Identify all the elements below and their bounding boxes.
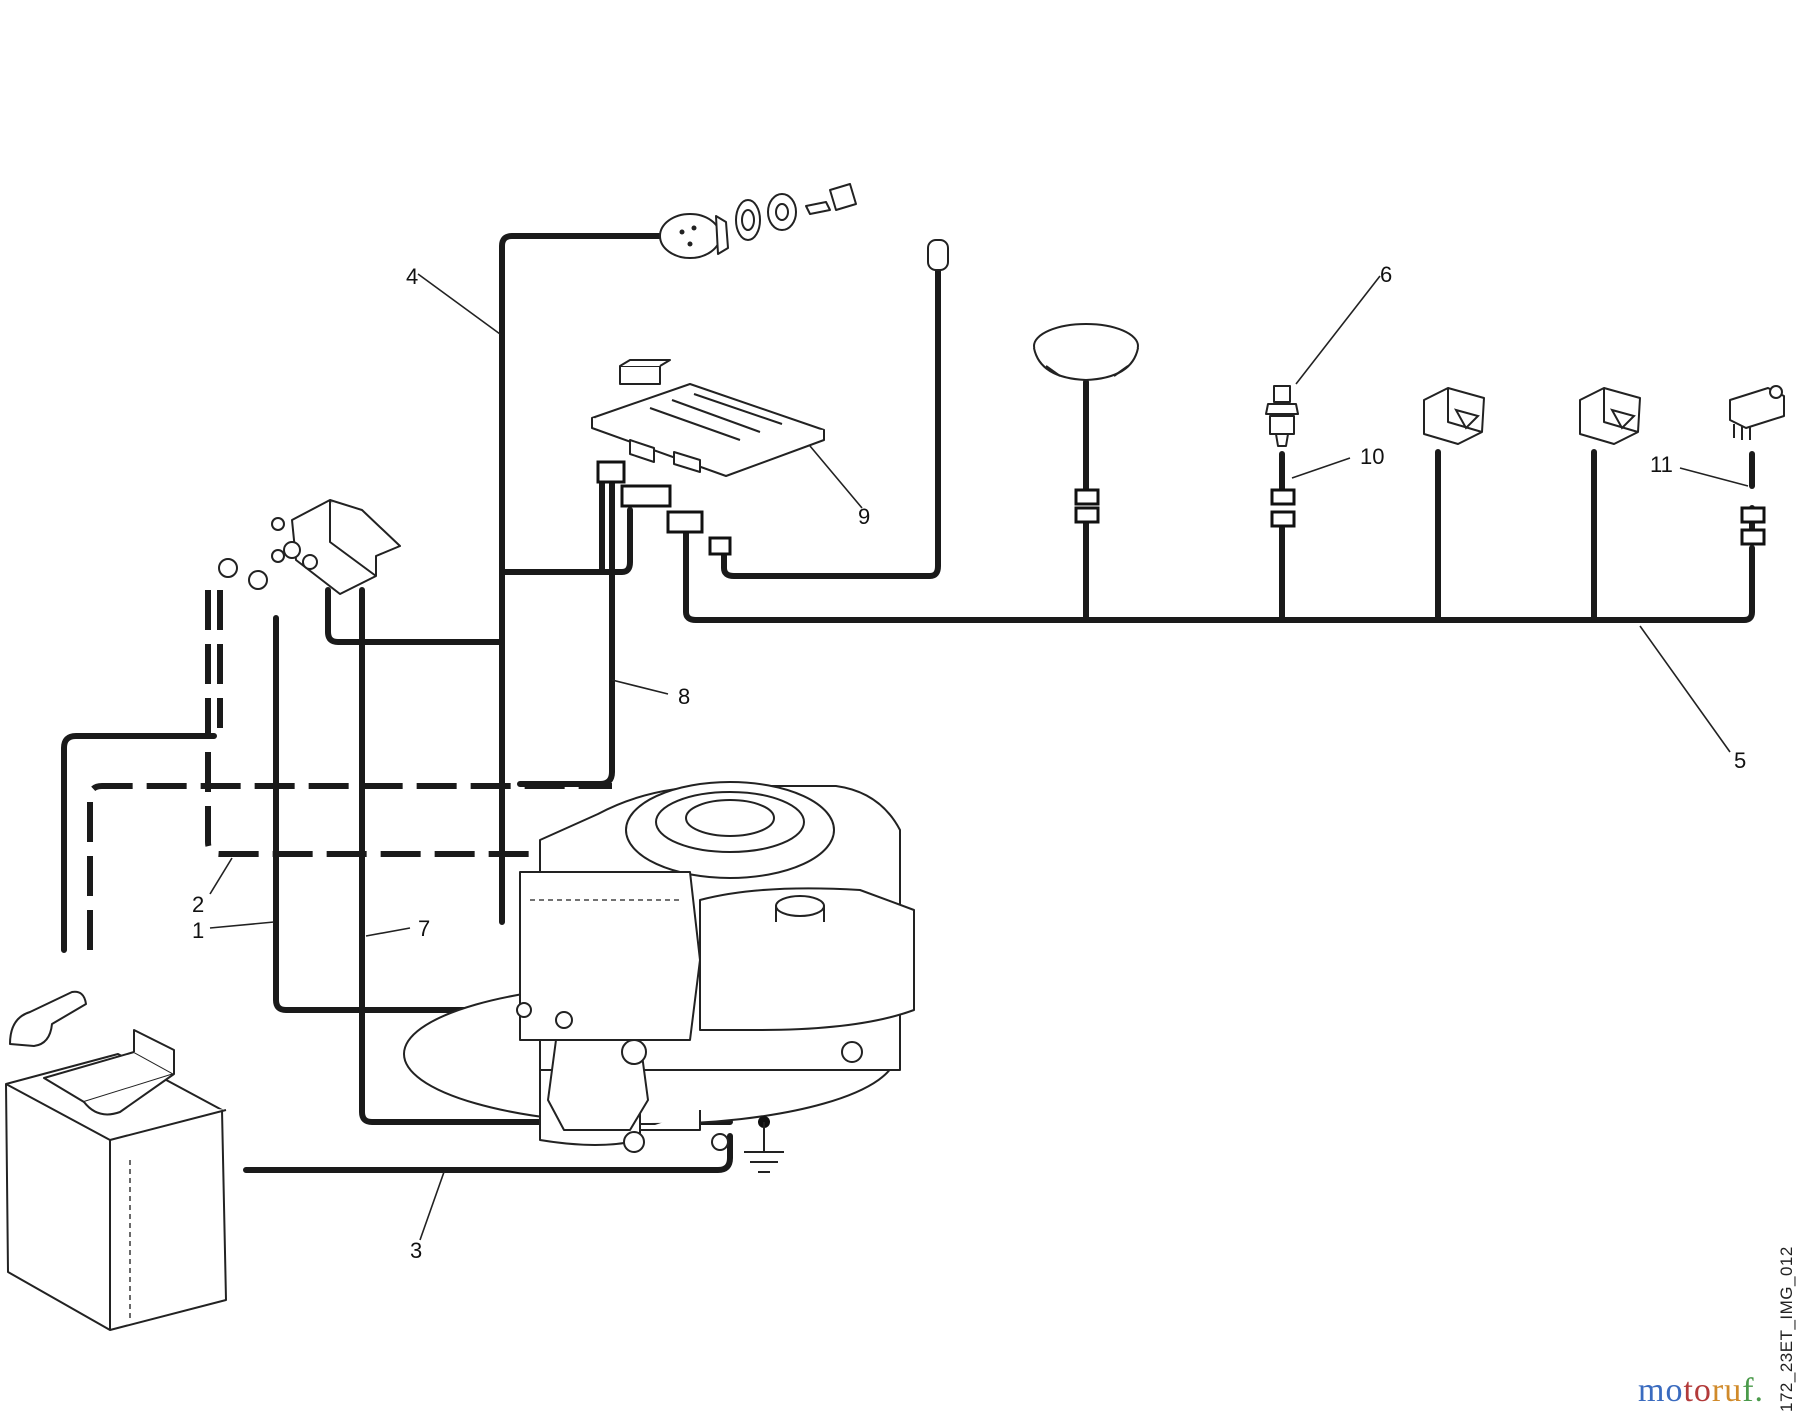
- connector: [596, 460, 626, 484]
- wire-3: [243, 1133, 733, 1173]
- probe-part: [927, 239, 949, 271]
- callouts: 4 9 6 10 11 5 8 2 1 7 3: [192, 262, 1746, 1263]
- engine: [403, 781, 915, 1153]
- harness-branch-module: [499, 479, 605, 575]
- micro-switch-11: [1729, 385, 1785, 440]
- horn-part: [1033, 323, 1139, 381]
- callout-6: 6: [1380, 262, 1392, 287]
- connector: [1270, 510, 1296, 528]
- wire-battery-a: [61, 733, 217, 953]
- harness-branch-module-2: [599, 507, 633, 575]
- callout-3: 3: [410, 1238, 422, 1263]
- connector: [666, 510, 704, 534]
- connector: [1270, 488, 1296, 506]
- connectors: [596, 460, 1766, 556]
- connector: [1074, 488, 1100, 506]
- callout-1: 1: [192, 918, 204, 943]
- wire-8: [517, 479, 615, 787]
- sensor-6: [1265, 385, 1299, 447]
- wire-2: [205, 590, 560, 857]
- control-module-9: [591, 359, 825, 477]
- leader-lines: [209, 273, 1749, 1241]
- image-reference-code: 172_23ET_IMG_012: [1777, 1246, 1796, 1412]
- callout-9: 9: [858, 504, 870, 529]
- connector: [1740, 528, 1766, 546]
- wire-7: [359, 587, 733, 1125]
- callout-2: 2: [192, 892, 204, 917]
- wire-1: [273, 615, 519, 1013]
- rocker-switch-b: [1579, 387, 1641, 445]
- starter-solenoid: [218, 499, 401, 595]
- callout-5: 5: [1734, 748, 1746, 773]
- connector: [1074, 506, 1100, 524]
- wire-antenna: [721, 265, 941, 579]
- wire-solenoid-trunk: [325, 587, 505, 645]
- wire-battery-b: [87, 783, 612, 950]
- callout-8: 8: [678, 684, 690, 709]
- connector: [1740, 506, 1766, 524]
- rocker-switch-a: [1423, 387, 1485, 445]
- wiring-harness: [61, 233, 1755, 1173]
- battery: [5, 990, 227, 1331]
- callout-4: 4: [406, 264, 418, 289]
- callout-10: 10: [1360, 444, 1384, 469]
- callout-7: 7: [418, 916, 430, 941]
- connector: [620, 484, 672, 508]
- connector: [708, 536, 732, 556]
- harness-4: [499, 233, 667, 925]
- harness-5: [683, 527, 1755, 623]
- callout-11: 11: [1650, 452, 1673, 477]
- ground-symbol: [744, 1116, 784, 1173]
- ignition-switch: [659, 183, 857, 259]
- watermark-logo: motoruf.: [1638, 1372, 1765, 1409]
